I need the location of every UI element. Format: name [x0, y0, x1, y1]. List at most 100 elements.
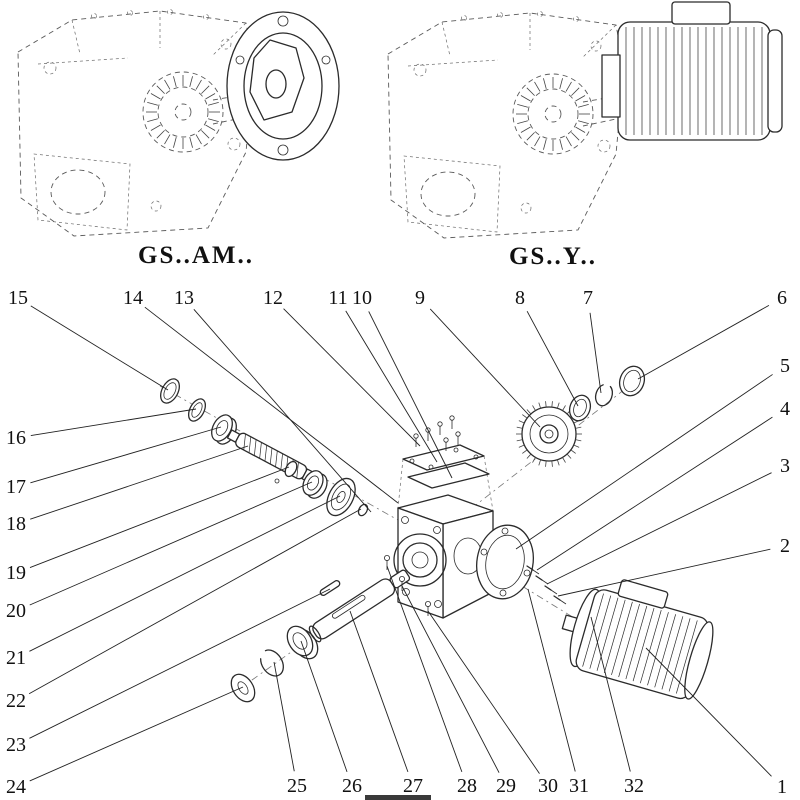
bolt-shank — [529, 567, 540, 575]
leader-line-12 — [283, 308, 421, 447]
callout-17: 17 — [6, 476, 26, 498]
cover-hole — [473, 454, 479, 460]
callout-27: 27 — [403, 775, 423, 797]
leader-line-14 — [144, 306, 399, 504]
leader-line-20 — [29, 481, 313, 606]
callout-18: 18 — [6, 513, 26, 535]
flange-hub — [249, 39, 305, 121]
top-cover — [402, 444, 485, 471]
gear-bore — [544, 429, 554, 439]
housing-bolt-hole — [402, 588, 410, 596]
motor-front-flange — [601, 54, 621, 118]
screw-head — [425, 427, 431, 433]
flange-bolt-hole — [235, 55, 245, 65]
output-shaft-assembly — [230, 555, 431, 703]
screw-head — [455, 431, 461, 437]
callout-32: 32 — [624, 775, 644, 797]
leader-line-25 — [273, 661, 295, 772]
callout-22: 22 — [6, 690, 26, 712]
screw-head — [424, 601, 431, 608]
shim-ring-inner — [573, 398, 587, 418]
callout-3: 3 — [780, 455, 790, 477]
flange-bolt-hole — [277, 15, 289, 27]
motor-terminal-box — [671, 1, 731, 25]
cropped-edge-strip — [365, 795, 431, 800]
bolt-shank — [547, 587, 558, 595]
callout-8: 8 — [515, 287, 525, 309]
shaft-end-face — [308, 625, 322, 643]
bearing-inner — [292, 632, 308, 650]
callout-5: 5 — [780, 355, 790, 377]
shaft-step — [389, 569, 411, 589]
leader-line-22 — [28, 508, 362, 695]
callout-31: 31 — [569, 775, 589, 797]
cover-screws — [413, 415, 461, 451]
retaining-ring-inner — [191, 402, 203, 418]
callout-19: 19 — [6, 562, 26, 584]
end-washer-inner — [237, 681, 249, 695]
callout-16: 16 — [6, 427, 26, 449]
gsy-label: GS..Y.. — [509, 243, 597, 270]
callout-11: 11 — [328, 287, 347, 309]
gear-housing — [393, 494, 494, 619]
screw-head — [449, 415, 455, 421]
leader-line-26 — [300, 640, 348, 772]
leader-line-32 — [590, 616, 631, 772]
leader-line-15 — [30, 305, 169, 391]
bolt-shank — [556, 597, 567, 605]
leader-line-24 — [29, 686, 244, 782]
screw-head — [437, 421, 443, 427]
retaining-ring — [187, 398, 207, 422]
callout-10: 10 — [352, 287, 372, 309]
snap-ring — [594, 383, 614, 407]
cover-flange-inner — [485, 534, 525, 590]
housing-bolt-hole — [433, 526, 441, 534]
leader-line-7 — [589, 312, 602, 394]
leader-line-28 — [386, 565, 463, 773]
output-axis — [237, 559, 421, 691]
leader-line-30 — [427, 610, 540, 774]
callout-29: 29 — [496, 775, 516, 797]
gear-web — [529, 414, 569, 454]
bearing-inner — [306, 475, 320, 491]
leader-line-19 — [29, 466, 290, 568]
leader-line-9 — [429, 308, 541, 428]
shaft-body — [312, 578, 396, 640]
cover-bolt-hole — [480, 548, 488, 556]
screw-head — [398, 576, 405, 583]
housing-bolt-hole — [434, 600, 442, 608]
keyway-slot — [331, 594, 366, 619]
callout-24: 24 — [6, 776, 26, 798]
housing-bore-inner — [402, 542, 438, 578]
callout-28: 28 — [457, 775, 477, 797]
flange-inner-ring — [243, 32, 323, 140]
leader-line-18 — [30, 445, 249, 520]
gear-hub — [539, 424, 559, 444]
callout-4: 4 — [780, 398, 790, 420]
cover-link-line — [397, 458, 404, 509]
flange-bore — [265, 69, 287, 99]
washer-disc-bore — [336, 491, 346, 503]
callout-14: 14 — [123, 287, 143, 309]
callout-30: 30 — [538, 775, 558, 797]
callout-12: 12 — [263, 287, 283, 309]
leader-line-27 — [349, 610, 409, 773]
tiny-pin — [274, 478, 280, 484]
gear-teeth — [516, 401, 582, 467]
leader-line-21 — [29, 495, 341, 652]
callout-21: 21 — [6, 647, 26, 669]
leader-line-29 — [401, 585, 500, 773]
shaft-key — [319, 579, 341, 597]
gsam-view — [17, 9, 340, 237]
lock-nut — [357, 503, 369, 517]
output-cover-flange — [476, 524, 534, 600]
callout-2: 2 — [780, 535, 790, 557]
callout-15: 15 — [8, 287, 28, 309]
spacer — [284, 460, 298, 478]
callout-20: 20 — [6, 600, 26, 622]
cover-flange-outer — [476, 524, 534, 600]
housing-bolt-hole — [401, 516, 409, 524]
housing-shaft-hole — [411, 551, 429, 569]
seal-ring-inner — [623, 369, 641, 393]
